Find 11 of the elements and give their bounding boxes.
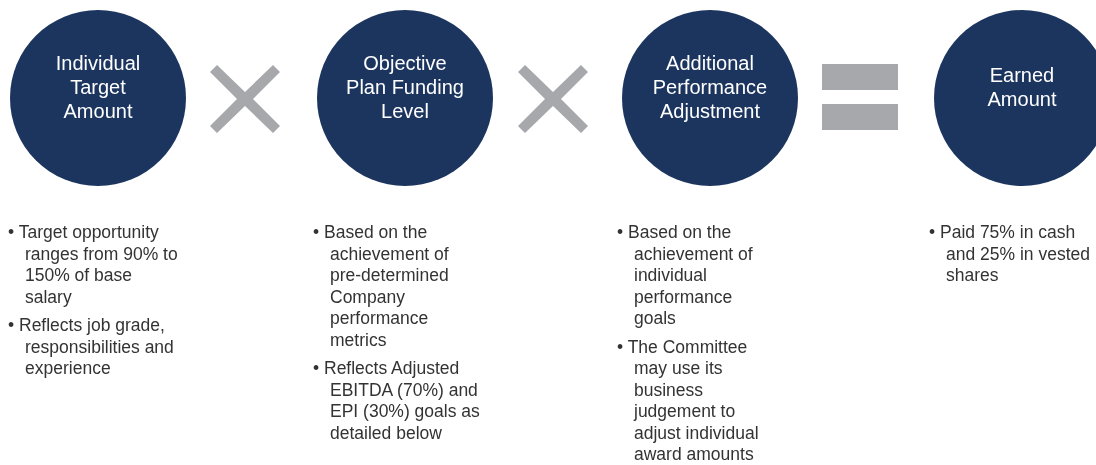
bullet-item: • Based on the achievement of pre-determined Company performance metrics [313,222,450,351]
bullet-item: • Target opportunity ranges from 90% to 150% of base salary [8,222,178,308]
bullet-item: • Paid 75% in cash and 25% in vested shares [929,222,1091,287]
bullet-item: • Reflects Adjusted EBITDA (70%) and EPI (30%) goals as detailed below [313,358,481,444]
node-title: Individual Target Amount [54,51,142,123]
bullet-item: • Based on the achievement of individual performance goals [617,222,754,330]
node-title: Objective Plan Funding Level [345,51,465,123]
bullet-item: • The Committee may use its business judgement to adjust individual award amounts [617,336,760,465]
bullet-item: • Reflects job grade, responsibilities and experience [8,315,175,380]
node-title: Additional Performance Adjustment [651,51,769,123]
node-title: Earned Amount [986,63,1058,111]
